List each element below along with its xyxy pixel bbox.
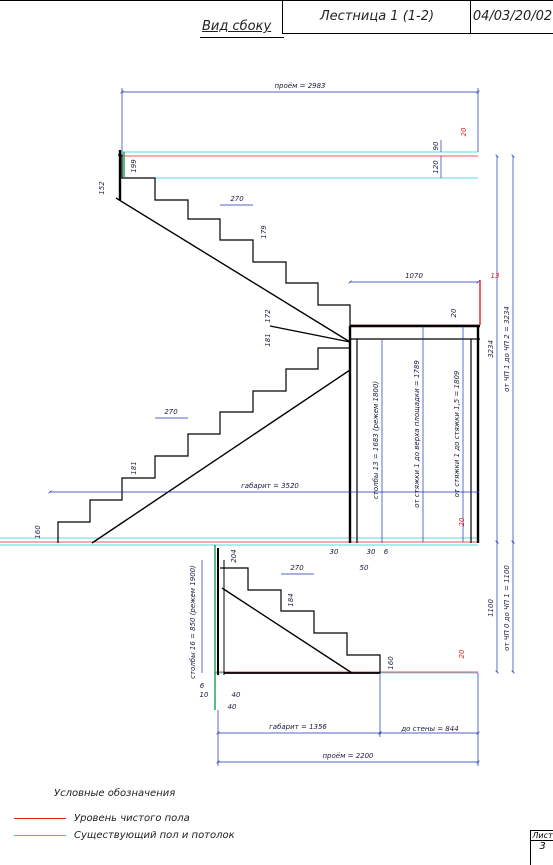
upper-flight-stringer xyxy=(115,197,351,343)
label-160b: 160 xyxy=(387,656,395,670)
label-50: 50 xyxy=(360,564,369,572)
middle-flight-stringer xyxy=(91,369,351,544)
label-6b: 6 xyxy=(200,682,205,690)
label-204: 204 xyxy=(230,549,238,562)
label-120: 120 xyxy=(432,160,440,174)
label-opening-bottom: проём = 2200 xyxy=(322,752,374,760)
legend-swatch-cyan xyxy=(14,835,66,836)
legend-item-floor-level: Уровень чистого пола xyxy=(14,813,235,824)
label-20b: 20 xyxy=(450,308,458,317)
dimension-lines xyxy=(48,88,515,766)
frame-top-rule xyxy=(0,0,553,1)
label-clearance-top: габарит = 3520 xyxy=(241,482,299,490)
upper-flight-treads xyxy=(118,154,351,326)
label-opening-top: проём = 2983 xyxy=(274,82,325,90)
label-floor-1-2: от ЧП 1 до ЧП 2 = 3234 xyxy=(503,306,511,392)
label-179: 179 xyxy=(260,225,268,239)
label-181b: 181 xyxy=(130,461,138,474)
legend-swatch-red xyxy=(14,818,66,819)
label-20d: 20 xyxy=(458,649,466,658)
sheet-box: Лист 3 xyxy=(530,830,553,865)
lower-flight-stringer xyxy=(221,587,353,674)
label-10: 10 xyxy=(200,691,209,699)
label-90: 90 xyxy=(432,141,440,150)
legend-label: Уровень чистого пола xyxy=(74,813,190,824)
label-clearance-bottom: габарит = 1356 xyxy=(269,723,327,731)
label-3234: 3234 xyxy=(487,340,495,358)
legend-item-existing: Существующий пол и потолок xyxy=(14,830,235,841)
label-152: 152 xyxy=(98,181,106,195)
label-20a: 20 xyxy=(460,127,468,136)
label-199: 199 xyxy=(130,159,138,173)
lower-flight-treads xyxy=(220,567,381,673)
label-40a: 40 xyxy=(232,691,241,699)
dimension-text: проём = 2983 90 20 120 152 199 270 179 1… xyxy=(34,82,511,760)
middle-flight-treads xyxy=(57,339,351,543)
label-screed-15: от стяжки 1 до стяжки 1,5 = 1809 xyxy=(453,370,461,497)
label-270b: 270 xyxy=(164,408,178,416)
label-20c: 20 xyxy=(458,517,466,526)
label-30a: 30 xyxy=(330,548,339,556)
green-marks xyxy=(123,152,216,710)
middle-flight xyxy=(57,325,351,544)
label-13: 13 xyxy=(491,272,500,280)
label-screed-top: от стяжки 1 до верха площадки = 1789 xyxy=(413,360,421,508)
label-270a: 270 xyxy=(230,195,244,203)
drawing-date-text: 04/03/20/02 xyxy=(472,9,553,24)
label-floor-0-1: от ЧП 0 до ЧП 1 = 1100 xyxy=(503,565,511,651)
label-40b: 40 xyxy=(228,703,237,711)
label-270c: 270 xyxy=(290,564,304,572)
view-title: Вид сбоку xyxy=(202,19,272,34)
sheet-label: Лист xyxy=(532,831,553,840)
drawing-date: 04/03/20/02 xyxy=(470,0,553,34)
sheet-number: 3 xyxy=(531,840,553,852)
label-1070: 1070 xyxy=(405,272,423,280)
label-posts13: столбы 13 = 1683 (режем 1800) xyxy=(372,381,380,499)
legend-title: Условные обозначения xyxy=(54,788,176,799)
label-181a: 181 xyxy=(264,333,272,346)
label-160a: 160 xyxy=(34,525,42,539)
drawing-name-text: Лестница 1 (1-2) xyxy=(319,9,435,24)
label-1100: 1100 xyxy=(487,599,495,617)
landing xyxy=(348,324,480,543)
label-6a: 6 xyxy=(384,548,389,556)
clean-floor-level-lines xyxy=(0,155,481,673)
label-184: 184 xyxy=(287,593,295,606)
lower-flight xyxy=(217,548,381,675)
view-title-rule xyxy=(200,37,284,38)
label-posts16: столбы 16 = 850 (режем 1900) xyxy=(189,565,197,679)
legend-label: Существующий пол и потолок xyxy=(74,830,235,841)
label-to-wall: до стены = 844 xyxy=(400,725,458,733)
label-30b: 30 xyxy=(367,548,376,556)
legend: Условные обозначения Уровень чистого пол… xyxy=(14,788,235,841)
label-172: 172 xyxy=(264,309,272,323)
upper-flight xyxy=(115,150,351,343)
middle-flight-top-stringer xyxy=(269,325,351,343)
drawing-name: Лестница 1 (1-2) xyxy=(282,0,471,34)
